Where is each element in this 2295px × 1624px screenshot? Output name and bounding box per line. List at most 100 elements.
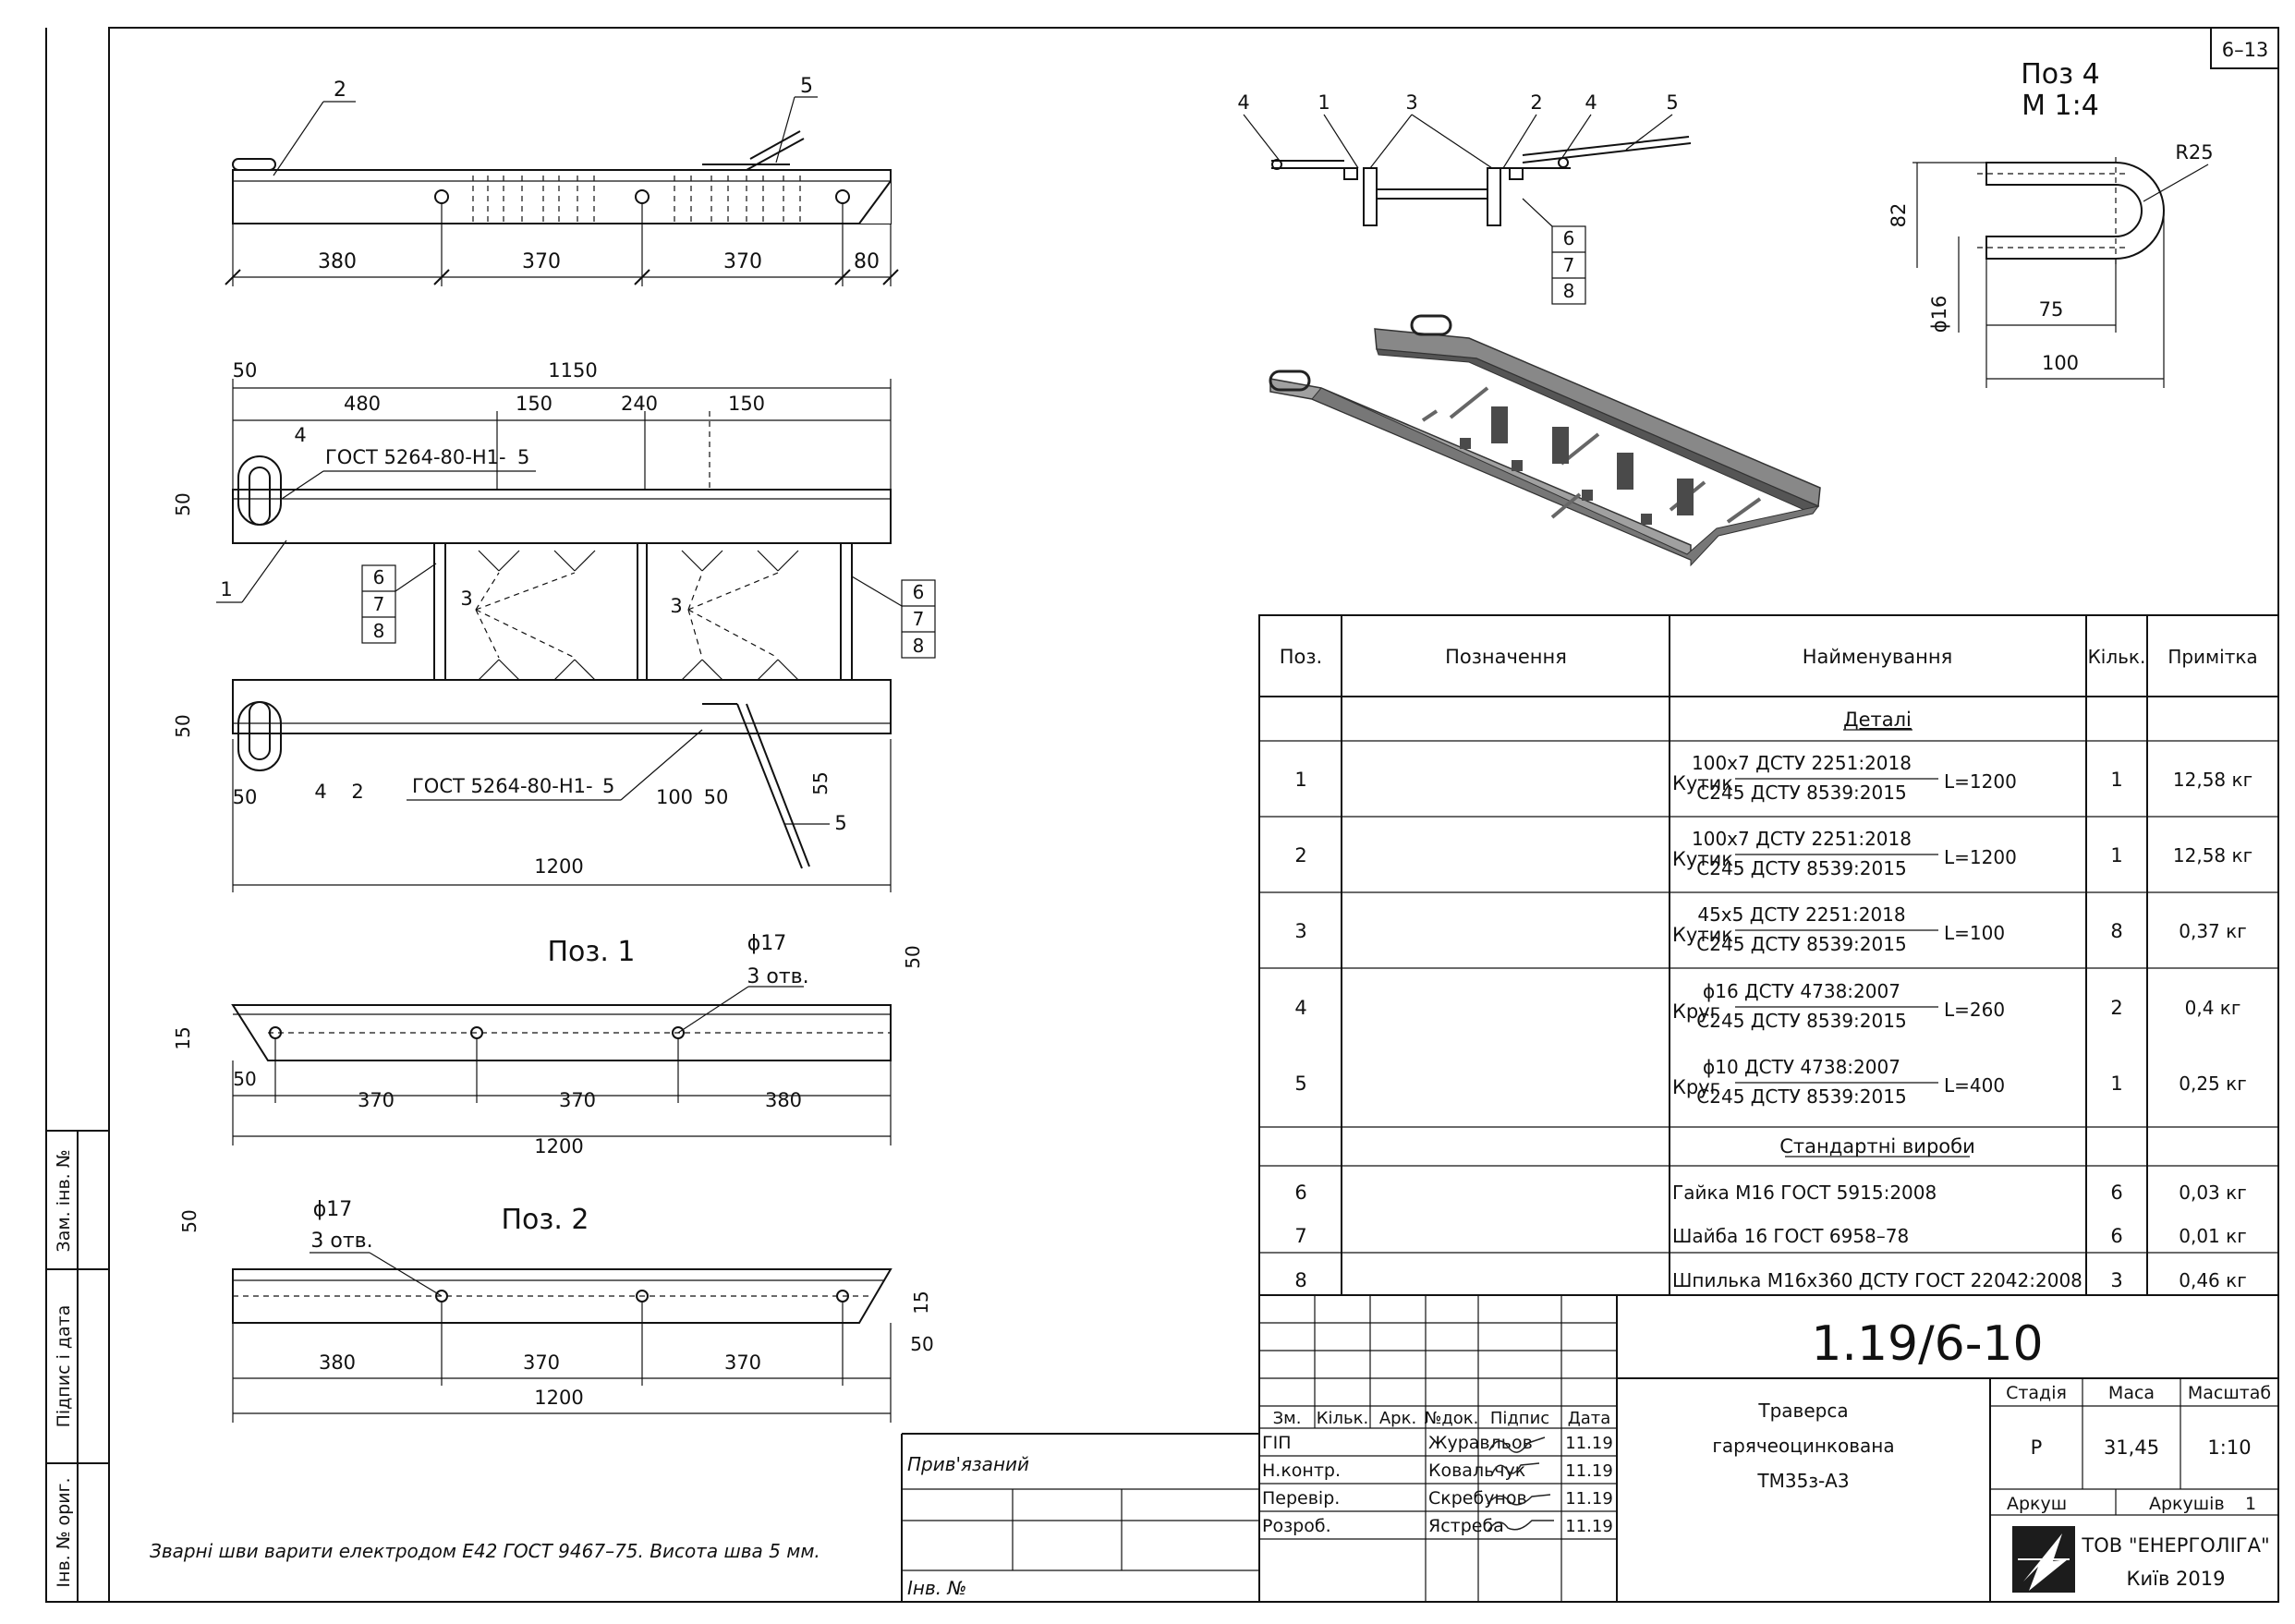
tb-person: Ястреба	[1428, 1516, 1504, 1536]
tb-h-ndok: №док.	[1425, 1409, 1479, 1428]
pos1-dim-15: 15	[172, 1026, 194, 1049]
tb-scale-h: Масштаб	[2188, 1383, 2271, 1403]
tb-role: Розроб.	[1262, 1516, 1331, 1536]
tb-role: Н.контр.	[1262, 1460, 1341, 1481]
side-pidpys: Підпис і дата	[54, 1305, 74, 1428]
spec-row-note: 12,58 кг	[2173, 844, 2252, 867]
spec-row-qty: 8	[2110, 920, 2122, 942]
spec-std-qty: 3	[2110, 1269, 2122, 1291]
sec-callout-2: 2	[1530, 91, 1542, 114]
plan-dim-50-bottom: 50	[233, 786, 258, 808]
plan-dim-55: 55	[809, 771, 832, 794]
gost-weld-1: ГОСТ 5264-80-Н1-	[325, 446, 506, 468]
plan-callout-3a: 3	[460, 588, 472, 610]
spec-std-name: Шайба 16 ГОСТ 6958–78	[1672, 1225, 1909, 1247]
tb-h-ark: Арк.	[1379, 1409, 1416, 1428]
section-view: 4 1 3 2 4 5 6 7 8	[1237, 91, 1692, 305]
pos1-hole: ϕ17	[747, 932, 787, 955]
tb-h-zm: Зм.	[1273, 1409, 1302, 1428]
gost-weld-2-leg: 5	[602, 775, 614, 797]
tb-date: 11.19	[1565, 1489, 1613, 1509]
spec-std-pos: 8	[1294, 1269, 1306, 1291]
plan-dim-50-b: 50	[704, 786, 729, 808]
spec-row-note: 12,58 кг	[2173, 769, 2252, 791]
pos2-dim-370b: 370	[724, 1351, 761, 1374]
pos2-dim-380: 380	[319, 1351, 356, 1374]
spec-row-type: Кутик	[1672, 924, 1733, 946]
spec-std-note: 0,03 кг	[2179, 1182, 2246, 1204]
tb-h-data: Дата	[1568, 1409, 1611, 1428]
spec-row-steel: С245 ДСТУ 8539:2015	[1696, 933, 1906, 955]
spec-row-steel: С245 ДСТУ 8539:2015	[1696, 1085, 1906, 1108]
tb-mass: 31,45	[2104, 1436, 2159, 1459]
tb-h-kilk: Кільк.	[1317, 1409, 1369, 1428]
top-callout-5: 5	[800, 75, 813, 98]
spec-row-steel: С245 ДСТУ 8539:2015	[1696, 1010, 1906, 1032]
spec-row-pos: 1	[1294, 769, 1306, 791]
plan-callout-8a: 8	[373, 620, 385, 642]
plan-callout-5: 5	[834, 812, 846, 834]
spec-row-pos: 5	[1294, 1073, 1306, 1095]
plan-dim-480: 480	[344, 393, 381, 415]
pos2-dim-15: 15	[910, 1291, 932, 1314]
pos2-dim-50b: 50	[910, 1333, 933, 1355]
spec-std-name: Шпилька М16х360 ДСТУ ГОСТ 22042:2008	[1672, 1269, 2082, 1291]
spec-std-name: Гайка М16 ГОСТ 5915:2008	[1672, 1182, 1937, 1204]
sec-callout-4a: 4	[1237, 91, 1249, 114]
spec-std-qty: 6	[2110, 1225, 2122, 1247]
tb-person: Ковальчук	[1428, 1460, 1525, 1481]
gost-weld-1-leg: 5	[517, 446, 529, 468]
spec-row-qty: 1	[2110, 844, 2122, 867]
sheet-ref: 6–13	[2222, 39, 2269, 61]
pos4-r: R25	[2175, 141, 2213, 164]
plan-callout-1: 1	[220, 578, 232, 600]
tb-date: 11.19	[1565, 1517, 1613, 1536]
plan-dim-1200: 1200	[534, 855, 583, 878]
spec-h-name: Найменування	[1803, 646, 1953, 668]
pos4-w2: 100	[2042, 352, 2079, 374]
tb-sheet-label: Аркуш	[2007, 1494, 2067, 1514]
top-dim-3: 370	[723, 250, 762, 273]
spec-row-pos: 3	[1294, 920, 1306, 942]
spec-h-qty: Кільк.	[2088, 646, 2146, 668]
pos1-dim-1200: 1200	[534, 1135, 583, 1157]
spec-h-designation: Позначення	[1445, 646, 1567, 668]
tb-role: ГІП	[1262, 1433, 1291, 1453]
top-dim-4: 80	[854, 250, 880, 273]
company-logo	[2012, 1526, 2075, 1593]
pos4-w1: 75	[2039, 298, 2064, 321]
pos1-dim-50a: 50	[902, 945, 924, 968]
tb-sheets-label: Аркушів	[2149, 1494, 2225, 1514]
plan-dim-100: 100	[656, 786, 693, 808]
tb-attached: Прив'язаний	[907, 1453, 1029, 1475]
tb-stage: Р	[2031, 1436, 2043, 1459]
tb-stage-h: Стадія	[2006, 1383, 2067, 1403]
spec-section-details: Деталі	[1843, 709, 1912, 731]
plan-view: 50 1150 480 150 240 150 ГОСТ 5264-80-Н1-…	[172, 359, 936, 892]
sec-callout-5: 5	[1666, 91, 1678, 114]
plan-callout-3b: 3	[670, 595, 682, 617]
spec-std-pos: 6	[1294, 1182, 1306, 1204]
tb-sheets: 1	[2245, 1494, 2256, 1514]
spec-row-profile: 100х7 ДСТУ 2251:2018	[1692, 752, 1912, 774]
tb-person: Скребунов	[1428, 1488, 1527, 1509]
side-stamp: Зам. інв. № Підпис і дата Інв. № ориг.	[45, 1130, 110, 1603]
tb-designation: 1.19/6-10	[1811, 1316, 2043, 1372]
spec-row-length: L=1200	[1944, 846, 2017, 868]
pos2-title: Поз. 2	[501, 1204, 589, 1236]
pos1-view: Поз. 1 ϕ17 3 отв. 50 15 50 370 370 380 1…	[172, 932, 924, 1157]
spec-row-steel: С245 ДСТУ 8539:2015	[1696, 857, 1906, 879]
spec-row-profile: ϕ10 ДСТУ 4738:2007	[1703, 1056, 1900, 1078]
top-dim-2: 370	[522, 250, 561, 273]
tb-title-1: Траверса	[1757, 1400, 1848, 1422]
plan-callout-6a: 6	[373, 566, 385, 588]
pos4-title: Поз 4	[2021, 58, 2100, 91]
spec-table: Поз. Позначення Найменування Кільк. Прим…	[1258, 614, 2279, 1296]
plan-callout-7b: 7	[913, 608, 925, 630]
tb-role: Перевір.	[1262, 1488, 1340, 1509]
spec-row-length: L=400	[1944, 1074, 2005, 1097]
plan-dim-50-left-b: 50	[172, 714, 194, 737]
spec-row-length: L=100	[1944, 922, 2005, 944]
plan-dim-150b: 150	[728, 393, 765, 415]
